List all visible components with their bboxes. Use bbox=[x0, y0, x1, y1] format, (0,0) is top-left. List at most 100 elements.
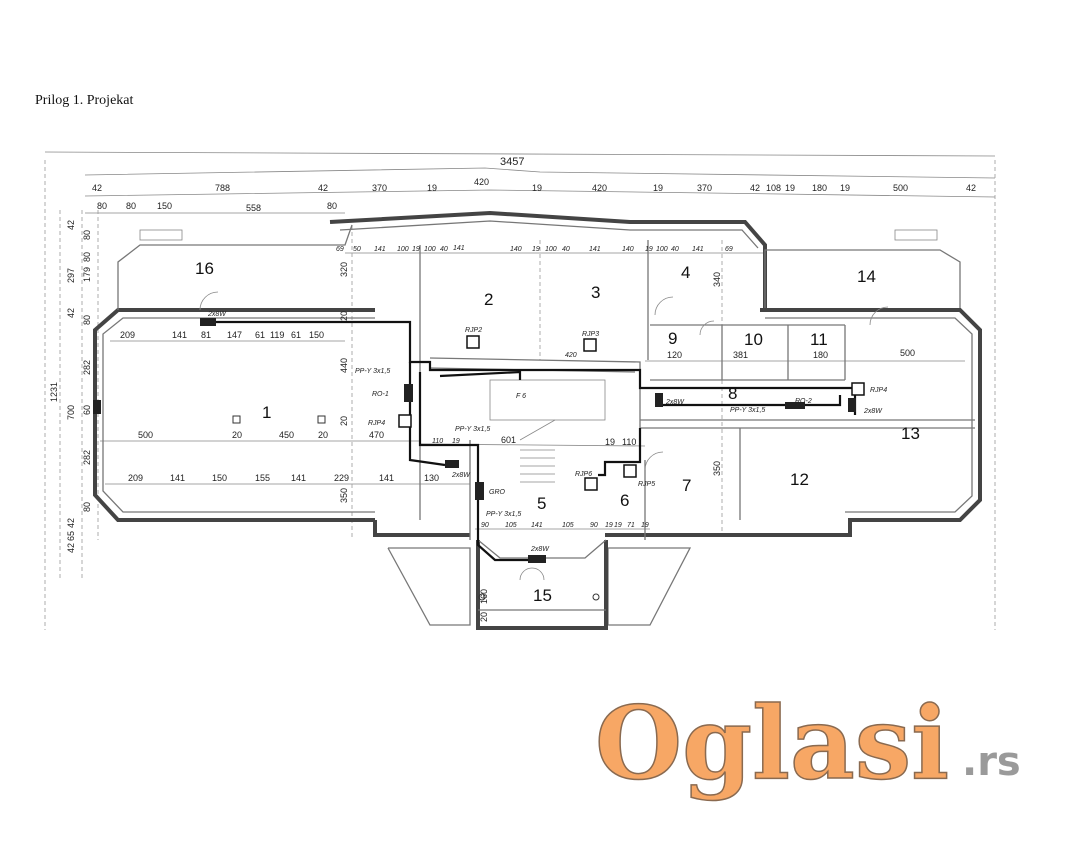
dim-label: 110 bbox=[432, 438, 443, 445]
lamp-label: 2x8W bbox=[863, 408, 883, 415]
distribution-panel-icon bbox=[475, 482, 484, 500]
distribution-panel-icon bbox=[404, 384, 413, 402]
bottom-dims: 90 105 141 105 90 19 19 71 19 bbox=[481, 522, 649, 529]
lamp-icon bbox=[528, 555, 546, 563]
dim-label: 320 bbox=[339, 262, 349, 277]
dim-label: 81 bbox=[201, 330, 211, 340]
dim-label: 500 bbox=[893, 183, 908, 193]
dim-label: 19 bbox=[427, 183, 437, 193]
rjp3-label: RJP3 bbox=[582, 331, 599, 338]
dim-label: 42 bbox=[66, 518, 76, 528]
dim-label: 470 bbox=[369, 430, 384, 440]
cable-label: PP-Y 3x1,5 bbox=[730, 407, 765, 414]
room-label-16: 16 bbox=[195, 259, 214, 278]
dim-label: 100 bbox=[545, 246, 557, 253]
dim-label: 601 bbox=[501, 435, 516, 445]
dim-label: 100 bbox=[656, 246, 668, 253]
dim-label: 282 bbox=[82, 450, 92, 465]
dim-label: 20 bbox=[232, 430, 242, 440]
outlet-icon bbox=[232, 415, 241, 424]
equipment-symbols bbox=[93, 318, 865, 601]
dim-label: 558 bbox=[246, 203, 261, 213]
dim-label: 19 bbox=[614, 522, 622, 529]
dim-label: 180 bbox=[813, 350, 828, 360]
dim-label: 105 bbox=[562, 522, 574, 529]
rjp4-label: RJP4 bbox=[870, 387, 887, 394]
top-dims-row2: 80 80 150 558 80 bbox=[97, 201, 337, 213]
dim-label: 150 bbox=[212, 473, 227, 483]
room-label-4: 4 bbox=[681, 263, 690, 282]
dim-label: 381 bbox=[733, 350, 748, 360]
document-title: Prilog 1. Projekat bbox=[35, 93, 134, 108]
dim-label: 20 bbox=[479, 612, 489, 622]
lamp-icon bbox=[445, 460, 459, 468]
lamp-label: 2x8W bbox=[207, 311, 227, 318]
dim-label: 500 bbox=[138, 430, 153, 440]
dim-label: 80 bbox=[82, 230, 92, 240]
dim-label: 80 bbox=[82, 502, 92, 512]
dim-label: 297 bbox=[66, 268, 76, 283]
dim-label: 20 bbox=[318, 430, 328, 440]
top-dims-row3: 69 50 141 100 19 100 40 141 140 19 100 4… bbox=[336, 245, 733, 253]
junction-box-icon bbox=[583, 338, 597, 352]
dim-label: 370 bbox=[372, 183, 387, 193]
junction-box-icon bbox=[623, 464, 637, 478]
dim-label: 130 bbox=[424, 473, 439, 483]
junction-box-icon bbox=[398, 414, 412, 428]
dim-label: 141 bbox=[453, 245, 465, 252]
dim-label: 141 bbox=[589, 246, 601, 253]
logo-text: Oglasi bbox=[595, 684, 949, 802]
room-label-7: 7 bbox=[682, 476, 691, 495]
walls bbox=[93, 210, 982, 630]
dim-label: 180 bbox=[812, 183, 827, 193]
dim-label: 141 bbox=[170, 473, 185, 483]
dim-label: 71 bbox=[627, 522, 635, 529]
cable-label: PP-Y 3x1,5 bbox=[355, 368, 390, 375]
dim-label: 19 bbox=[532, 183, 542, 193]
dim-label: 80 bbox=[97, 201, 107, 211]
dim-label: 140 bbox=[510, 246, 522, 253]
room-label-10: 10 bbox=[744, 330, 763, 349]
room-label-1: 1 bbox=[262, 403, 271, 422]
dim-label: 110 bbox=[622, 437, 636, 447]
room-label-12: 12 bbox=[790, 470, 809, 489]
ro2-label: RO-2 bbox=[795, 398, 812, 405]
dim-label: 40 bbox=[562, 246, 570, 253]
dim-label: 160 bbox=[479, 589, 489, 604]
dim-label: 209 bbox=[128, 473, 143, 483]
top-dims-row1: 42 788 42 370 19 420 19 420 19 370 42 10… bbox=[92, 177, 976, 193]
dim-label: 90 bbox=[590, 522, 598, 529]
dim-label: 120 bbox=[667, 350, 682, 360]
room-label-3: 3 bbox=[591, 283, 600, 302]
dim-label: 150 bbox=[157, 201, 172, 211]
equipment-labels: RJP2 RJP3 RJP4 RJP4 RJP5 RJP6 RO-1 RO-2 … bbox=[207, 311, 887, 553]
dim-label: 100 bbox=[424, 246, 436, 253]
dim-label: 19 bbox=[412, 246, 420, 253]
distribution-panel-icon bbox=[785, 402, 805, 409]
dim-label: 155 bbox=[255, 473, 270, 483]
dim-label: 69 bbox=[336, 246, 344, 253]
dim-label: 20 bbox=[339, 416, 349, 426]
oglasi-logo: Oglasi .rs bbox=[594, 683, 1020, 803]
dim-label: 140 bbox=[622, 246, 634, 253]
dim-label: 69 bbox=[725, 246, 733, 253]
dim-label: 340 bbox=[712, 272, 722, 287]
dim-label: 61 bbox=[291, 330, 301, 340]
dim-label: 420 bbox=[565, 352, 577, 359]
dim-label: 141 bbox=[531, 522, 543, 529]
dim-label: 19 bbox=[605, 522, 613, 529]
room-label-11: 11 bbox=[810, 330, 828, 349]
lamp-icon bbox=[655, 393, 663, 407]
dim-label: 141 bbox=[172, 330, 187, 340]
dim-label: 179 bbox=[82, 267, 92, 282]
junction-box-icon bbox=[851, 382, 865, 396]
dim-label: 19 bbox=[840, 183, 850, 193]
room-numbers: 1 2 3 4 5 6 7 8 9 10 11 12 13 14 15 16 bbox=[195, 259, 920, 605]
dim-label: 420 bbox=[592, 183, 607, 193]
dim-label: 42 bbox=[66, 543, 76, 553]
cable-label: PP-Y 3x1,5 bbox=[486, 511, 521, 518]
rjp2-label: RJP2 bbox=[465, 327, 482, 334]
lamp-label: 2x8W bbox=[665, 399, 685, 406]
cable-label: PP-Y 3x1,5 bbox=[455, 426, 490, 433]
